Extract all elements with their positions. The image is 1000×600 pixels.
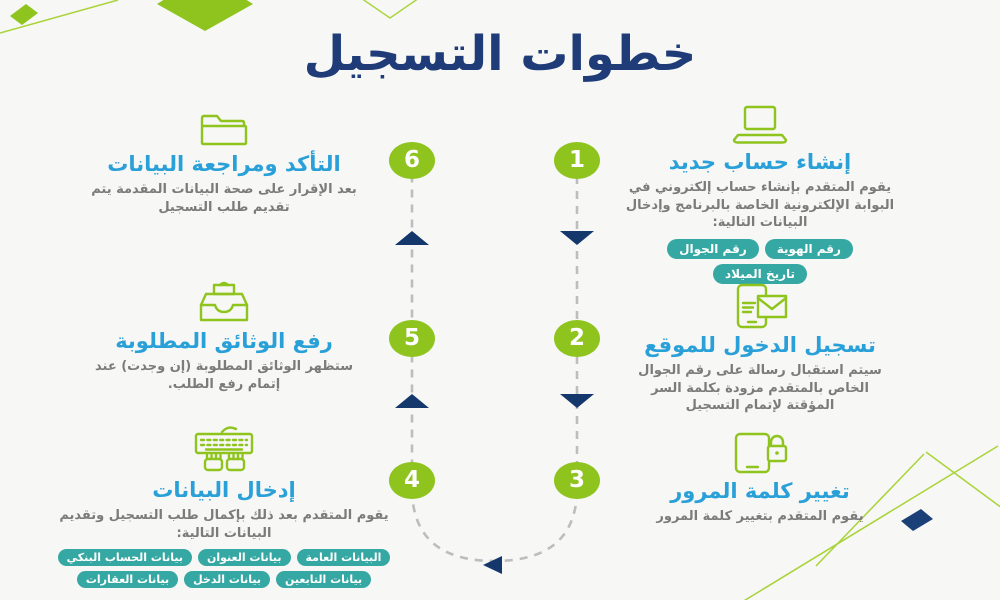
step-title: تسجيل الدخول للموقع <box>644 333 876 357</box>
step-number-1: 1 <box>554 142 600 179</box>
step-body: يقوم المتقدم بعد ذلك بإكمال طلب التسجيل … <box>59 508 389 541</box>
top-diamond-filled <box>157 0 253 31</box>
phone-lock-icon <box>625 431 895 475</box>
step-title: رفع الوثائق المطلوبة <box>115 329 333 353</box>
step-title: التأكد ومراجعة البيانات <box>107 152 341 176</box>
flow-path <box>410 176 579 563</box>
step-title: إنشاء حساب جديد <box>668 150 852 174</box>
step-number-6: 6 <box>389 142 435 179</box>
pill: البيانات العامة <box>296 549 391 567</box>
corner-line-bottom-right-2 <box>925 451 1000 508</box>
step-pills: البيانات العامة بيانات العنوان بيانات ال… <box>55 549 393 589</box>
step-number-3: 3 <box>554 462 600 499</box>
step-body: ستظهر الوثائق المطلوبة (إن وجدت) عند إتم… <box>95 359 353 392</box>
pill: تاريخ الميلاد <box>712 263 808 284</box>
pill: رقم الجوال <box>667 238 759 259</box>
flow-arrow-up-2 <box>395 394 429 408</box>
step-number-4: 4 <box>389 462 435 499</box>
page-title: خطوات التسجيل <box>303 26 697 82</box>
pill: بيانات الدخل <box>184 571 270 589</box>
step-title: تغيير كلمة المرور <box>670 479 850 503</box>
step-title: إدخال البيانات <box>152 478 296 502</box>
step-3: تغيير كلمة المرور يقوم المتقدم بتغيير كل… <box>625 431 895 526</box>
corner-diamond-bottom-right <box>901 509 933 531</box>
corner-line-bottom-right-3 <box>815 453 925 567</box>
step-number-5: 5 <box>389 320 435 357</box>
flow-arrow-left <box>483 556 502 574</box>
pill: رقم الهوية <box>764 238 853 259</box>
step-5: رفع الوثائق المطلوبة ستظهر الوثائق المطل… <box>88 281 360 393</box>
flow-arrow-up-1 <box>395 231 429 245</box>
pill: بيانات العنوان <box>197 549 291 567</box>
flow-arrow-down-1 <box>560 231 594 245</box>
folder-icon <box>88 112 360 148</box>
corner-line-bottom-right-1 <box>743 445 999 600</box>
phone-message-icon <box>625 283 895 329</box>
step-body: سيتم استقبال رسالة على رقم الجوال الخاص … <box>638 363 882 414</box>
step-pills: رقم الهوية رقم الجوال تاريخ الميلاد <box>625 238 895 284</box>
pill: بيانات التابعين <box>275 571 372 589</box>
pill: بيانات الحساب البنكي <box>57 549 192 567</box>
corner-line-top-left <box>0 0 119 34</box>
laptop-icon <box>625 104 895 146</box>
step-4: إدخال البيانات يقوم المتقدم بعد ذلك بإكم… <box>55 424 393 589</box>
top-diamond-outline <box>362 0 418 19</box>
flow-arrow-down-2 <box>560 394 594 408</box>
keyboard-icon <box>55 424 393 474</box>
step-6: التأكد ومراجعة البيانات بعد الإقرار على … <box>88 112 360 216</box>
corner-diamond-top-left <box>10 4 38 25</box>
step-1: إنشاء حساب جديد يقوم المتقدم بإنشاء حساب… <box>625 104 895 284</box>
step-body: يقوم المتقدم بتغيير كلمة المرور <box>656 509 864 524</box>
document-tray-icon <box>88 281 360 325</box>
step-body: يقوم المتقدم بإنشاء حساب إلكتروني في الب… <box>625 180 895 231</box>
step-number-2: 2 <box>554 320 600 357</box>
step-2: تسجيل الدخول للموقع سيتم استقبال رسالة ع… <box>625 283 895 415</box>
step-body: بعد الإقرار على صحة البيانات المقدمة يتم… <box>91 182 357 215</box>
pill: بيانات العقارات <box>76 571 179 589</box>
